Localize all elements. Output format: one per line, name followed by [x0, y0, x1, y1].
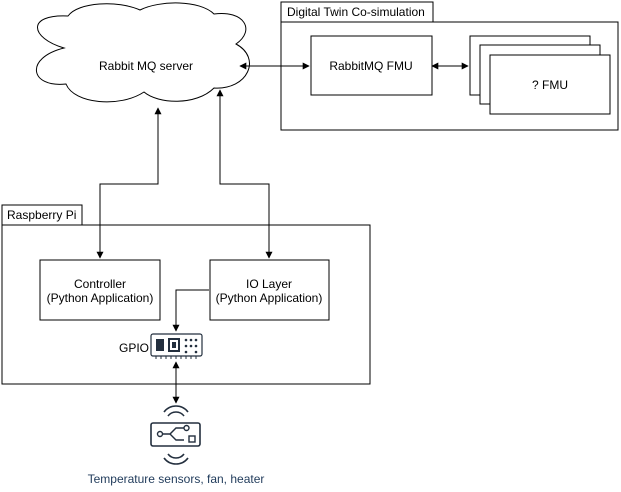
controller-box: Controller (Python Application) [39, 259, 161, 321]
controller-sublabel: (Python Application) [47, 291, 154, 305]
io-layer-label: IO Layer [246, 277, 292, 291]
io-layer-box: IO Layer (Python Application) [209, 259, 330, 321]
cosim-title: Digital Twin Co-simulation [287, 5, 425, 19]
sensors-caption: Temperature sensors, fan, heater [88, 472, 265, 486]
raspberry-pi-title: Raspberry Pi [7, 208, 76, 222]
gpio-label: GPIO [119, 341, 149, 355]
cloud-to-controller-connector [96, 107, 162, 259]
cloud-to-io-connector [216, 89, 273, 259]
rabbitmq-fmu-label: RabbitMQ FMU [329, 59, 412, 73]
other-fmu-stack: ? FMU [469, 35, 611, 115]
controller-label: Controller [74, 277, 126, 291]
cosim-title-tab [280, 1, 434, 23]
rabbitmq-server-cloud: Rabbit MQ server [35, 2, 250, 103]
raspberry-pi-title-tab [1, 204, 83, 226]
io-layer-sublabel: (Python Application) [216, 291, 323, 305]
circuit-board-icon [150, 333, 203, 359]
rabbitmq-fmu-box: RabbitMQ FMU [310, 35, 433, 96]
io-to-gpio-connector [172, 289, 209, 332]
rabbitmq-server-label: Rabbit MQ server [99, 59, 193, 73]
wireless-circuit-icon [150, 405, 201, 465]
other-fmu-label: ? FMU [532, 78, 568, 92]
